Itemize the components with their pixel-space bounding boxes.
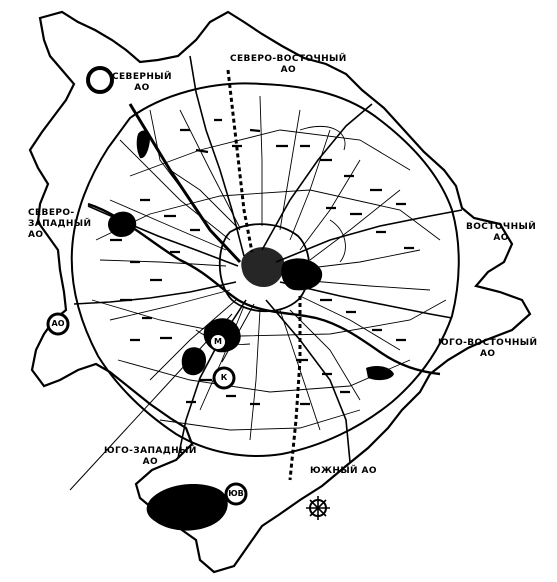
district-north-name: СЕВЕРНЫЙ	[112, 72, 172, 82]
marker-center-ring	[209, 333, 227, 351]
marker-south-label: ЮВ	[228, 489, 244, 498]
city-boundary	[28, 10, 532, 574]
district-southeast-name: ЮГО-ВОСТОЧНЫЙ	[438, 338, 538, 348]
district-northwest-suffix: АО	[28, 230, 44, 240]
garden-ring	[218, 223, 311, 313]
district-northeast-suffix: АО	[280, 65, 297, 75]
marker-west-label: АО	[51, 319, 65, 328]
city-center	[241, 247, 285, 288]
marker-south-ring	[224, 482, 248, 506]
district-label-south: ЮЖНЫЙ АО	[310, 466, 377, 477]
district-east-name: ВОСТОЧНЫЙ	[466, 222, 537, 232]
district-label-northwest: СЕВЕРО- ЗАПАДНЫЙ АО	[28, 208, 91, 241]
district-label-northeast: СЕВЕРО-ВОСТОЧНЫЙ АО	[230, 54, 347, 76]
district-east-suffix: АО	[493, 233, 509, 243]
ring-road	[70, 82, 460, 457]
block-hatching	[110, 118, 414, 406]
marker-west-ring	[46, 312, 70, 336]
marker-circles	[46, 66, 330, 520]
river	[87, 202, 441, 376]
district-southwest-suffix: АО	[142, 457, 159, 467]
marker-north-ring	[86, 66, 114, 94]
district-north-suffix: АО	[134, 83, 150, 93]
district-label-southwest: ЮГО-ЗАПАДНЫЙ АО	[104, 446, 197, 468]
star-rays-icon	[306, 496, 330, 520]
railways	[128, 69, 302, 481]
district-southwest-name: ЮГО-ЗАПАДНЫЙ	[104, 446, 197, 456]
district-south-name: ЮЖНЫЙ АО	[310, 466, 377, 476]
district-label-east: ВОСТОЧНЫЙ АО	[466, 222, 536, 244]
district-label-north: СЕВЕРНЫЙ АО	[112, 72, 172, 94]
marker-k-ring	[212, 366, 236, 390]
marker-k-label: К	[220, 373, 228, 382]
district-northeast-name: СЕВЕРО-ВОСТОЧНЫЙ	[230, 54, 347, 64]
district-southeast-suffix: АО	[480, 349, 496, 359]
district-label-southeast: ЮГО-ВОСТОЧНЫЙ АО	[438, 338, 537, 360]
district-northwest-name-1: СЕВЕРО-	[28, 208, 75, 218]
marker-center-label: М	[214, 337, 222, 346]
district-northwest-name-2: ЗАПАДНЫЙ	[28, 219, 92, 229]
